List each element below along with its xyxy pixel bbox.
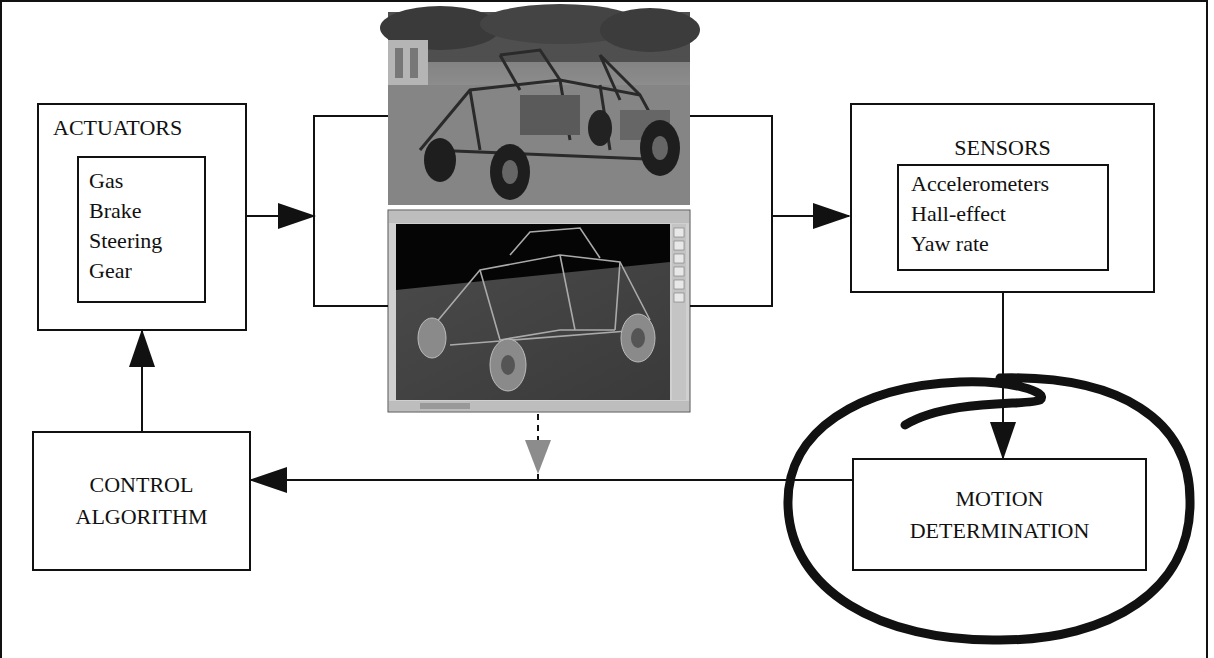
text-list: GasBrakeSteeringGear (89, 166, 162, 286)
highlight-ellipse (788, 378, 1190, 640)
list-item: Gas (89, 166, 162, 196)
actuator-box: ACTUATORS GasBrakeSteeringGear (37, 103, 247, 331)
flow-arrow (251, 479, 852, 481)
output-arrow (772, 215, 849, 217)
text-list: AccelerometersHall-effectYaw rate (911, 169, 1049, 259)
list-item: Hall-effect (911, 199, 1049, 229)
list-item: Accelerometers (911, 169, 1049, 199)
dashed-line (537, 414, 539, 442)
actuator-list: GasBrakeSteeringGear (77, 156, 206, 303)
flow-arrow (1002, 293, 1004, 458)
list-item: Gear (89, 256, 162, 286)
list-item: Yaw rate (911, 229, 1049, 259)
box-label: MOTION DETERMINATION (885, 483, 1115, 547)
box-heading: ACTUATORS (53, 113, 182, 143)
vehicle-photo (380, 4, 700, 205)
box-heading: SENSORS (852, 133, 1153, 163)
process-box: MOTION DETERMINATION (852, 458, 1147, 571)
process-box: CONTROL ALGORITHM (32, 431, 251, 571)
vehicle-simulation (388, 210, 690, 412)
vehicle-bracket (314, 116, 772, 306)
sensor-box: SENSORS AccelerometersHall-effectYaw rate (850, 103, 1155, 293)
sensor-list: AccelerometersHall-effectYaw rate (897, 164, 1109, 271)
list-item: Steering (89, 226, 162, 256)
list-item: Brake (89, 196, 162, 226)
grey-arrowhead (525, 440, 551, 474)
flow-arrow (141, 331, 143, 431)
input-arrow (247, 215, 314, 217)
box-label: CONTROL ALGORITHM (52, 469, 232, 533)
